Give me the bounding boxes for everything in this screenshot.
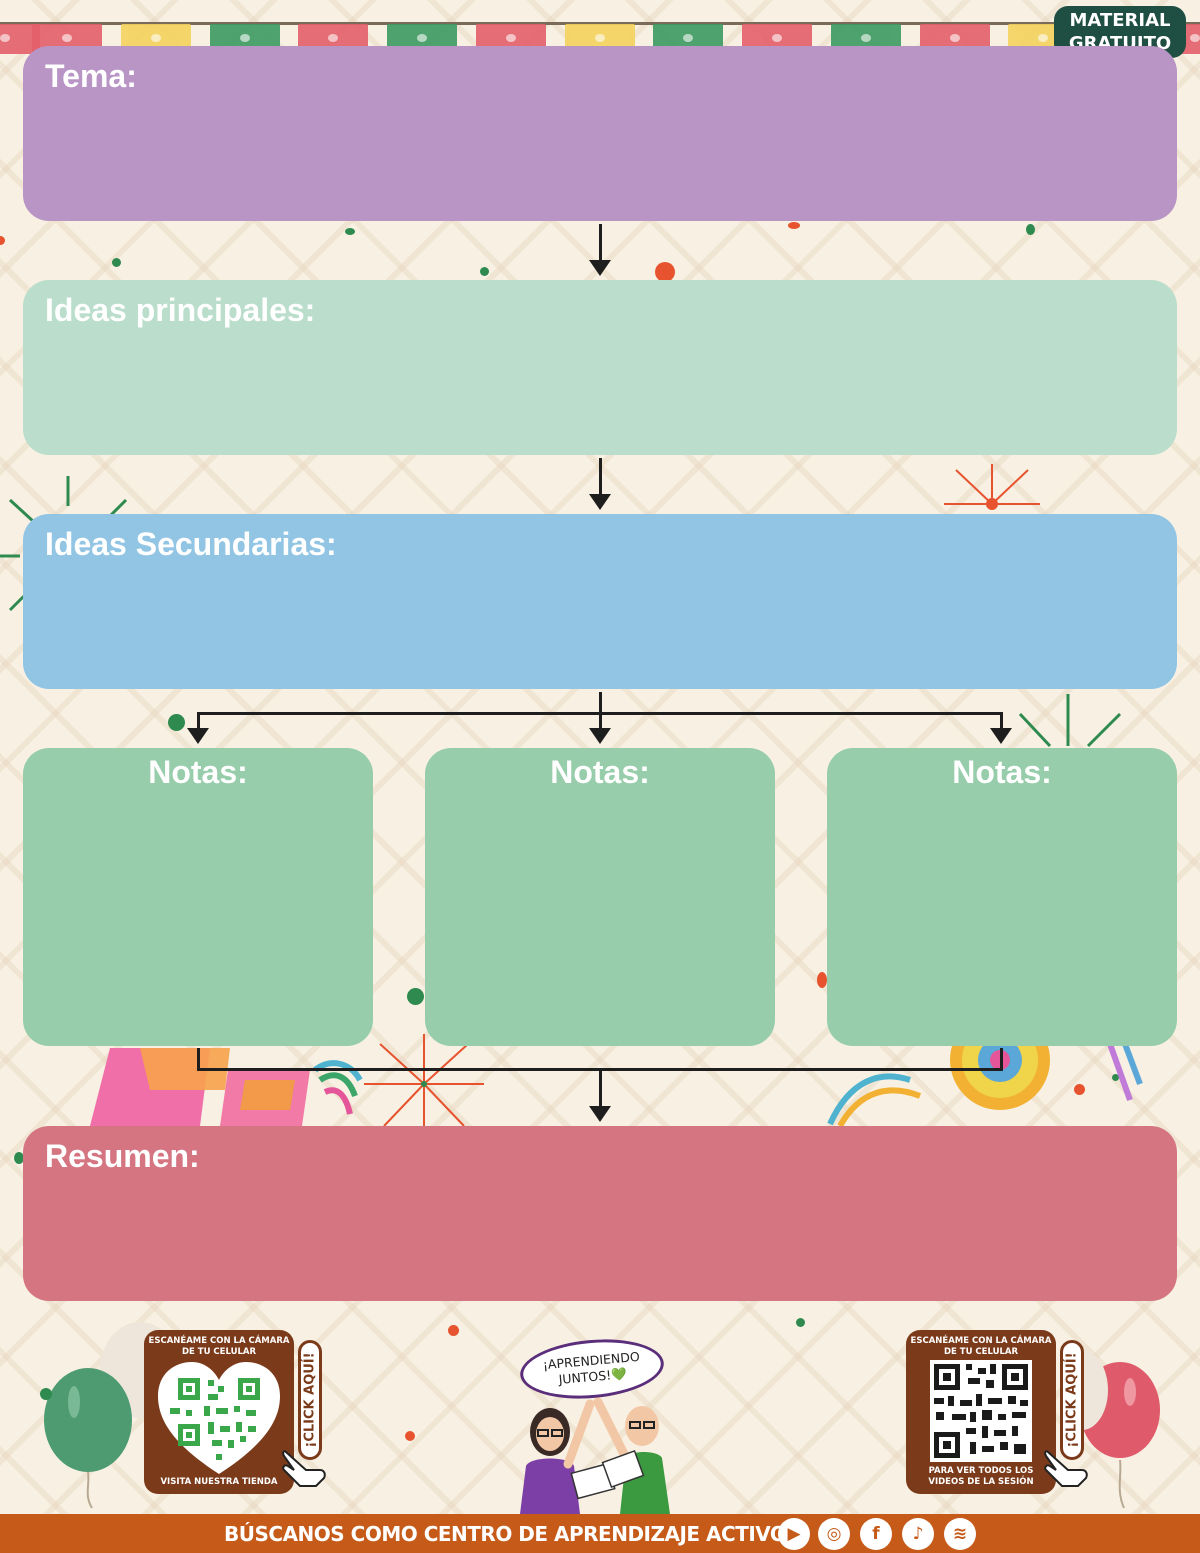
qr-store-top-text: ESCANÉAME CON LA CÁMARA DE TU CELULAR xyxy=(148,1336,290,1357)
confetti-dot xyxy=(112,258,121,267)
resumen-box[interactable]: Resumen: xyxy=(23,1126,1177,1301)
instagram-icon[interactable]: ◎ xyxy=(818,1518,850,1550)
click-aqui-store-button[interactable]: ¡CLICK AQUÍ! xyxy=(298,1340,322,1460)
click-aqui-label: ¡CLICK AQUÍ! xyxy=(302,1352,318,1448)
connector-line xyxy=(599,692,602,728)
connector-line xyxy=(599,1068,602,1106)
connector-line xyxy=(197,712,200,728)
qr-videos-top-text: ESCANÉAME CON LA CÁMARA DE TU CELULAR xyxy=(910,1336,1052,1357)
confetti-dot xyxy=(407,988,424,1005)
arrow-down-icon xyxy=(589,728,611,744)
notas-title: Notas: xyxy=(148,754,248,790)
qr-store-card[interactable]: ESCANÉAME CON LA CÁMARA DE TU CELULAR VI… xyxy=(144,1330,294,1494)
ideas-secundarias-box[interactable]: Ideas Secundarias: xyxy=(23,514,1177,689)
footer-text: BÚSCANOS COMO CENTRO DE APRENDIZAJE ACTI… xyxy=(224,1522,787,1546)
tema-title: Tema: xyxy=(45,58,137,94)
arrow-down-icon xyxy=(990,728,1012,744)
starburst-decoration xyxy=(364,1034,484,1130)
resumen-title: Resumen: xyxy=(45,1138,200,1174)
teachers-high-five-illustration xyxy=(520,1397,670,1514)
confetti-dot xyxy=(0,236,5,245)
ideas-secundarias-title: Ideas Secundarias: xyxy=(45,526,337,562)
speech-bubble-text: ¡APRENDIENDO JUNTOS!💚 xyxy=(542,1348,641,1387)
banner-string xyxy=(0,22,1200,25)
starburst-decoration xyxy=(1018,694,1122,748)
ideas-principales-title: Ideas principales: xyxy=(45,292,316,328)
qr-videos-card[interactable]: ESCANÉAME CON LA CÁMARA DE TU CELULAR PA… xyxy=(906,1330,1056,1494)
hand-cursor-icon xyxy=(1044,1450,1088,1487)
arrow-down-icon xyxy=(187,728,209,744)
ideas-principales-box[interactable]: Ideas principales: xyxy=(23,280,1177,455)
confetti-dot xyxy=(1074,1084,1085,1095)
confetti-dot xyxy=(168,714,185,731)
qr-videos-bottom-text: PARA VER TODOS LOS VIDEOS DE LA SESIÓN xyxy=(928,1466,1034,1487)
confetti-dot xyxy=(796,1318,805,1327)
connector-line xyxy=(197,1048,200,1070)
qr-code-heart-icon xyxy=(158,1362,280,1474)
notas-box-3[interactable]: Notas: xyxy=(827,748,1177,1046)
click-aqui-label: ¡CLICK AQUÍ! xyxy=(1064,1352,1080,1448)
facebook-icon[interactable]: f xyxy=(860,1518,892,1550)
notas-box-1[interactable]: Notas: xyxy=(23,748,373,1046)
pinata-left-decoration xyxy=(90,1048,363,1126)
notas-title: Notas: xyxy=(952,754,1052,790)
connector-line xyxy=(599,224,602,260)
tiktok-icon[interactable]: ♪ xyxy=(902,1518,934,1550)
spotify-icon[interactable]: ≋ xyxy=(944,1518,976,1550)
pinata-right-decoration xyxy=(827,1040,1143,1128)
notas-title: Notas: xyxy=(550,754,650,790)
click-aqui-videos-button[interactable]: ¡CLICK AQUÍ! xyxy=(1060,1340,1084,1460)
confetti-dot xyxy=(480,267,489,276)
connector-line xyxy=(1000,712,1003,728)
confetti-dot xyxy=(1112,1074,1119,1081)
notas-box-2[interactable]: Notas: xyxy=(425,748,775,1046)
arrow-down-icon xyxy=(589,260,611,276)
starburst-decoration xyxy=(944,464,1040,510)
confetti-dot xyxy=(817,972,827,988)
arrow-down-icon xyxy=(589,1106,611,1122)
qr-store-bottom-text: VISITA NUESTRA TIENDA xyxy=(160,1477,278,1487)
footer-bar: BÚSCANOS COMO CENTRO DE APRENDIZAJE ACTI… xyxy=(0,1514,1200,1553)
confetti-dot xyxy=(345,228,355,235)
confetti-dot xyxy=(1026,224,1035,235)
arrow-down-icon xyxy=(589,494,611,510)
confetti-dot xyxy=(788,222,800,229)
confetti-dot xyxy=(655,262,675,282)
confetti-dot xyxy=(448,1325,459,1336)
hand-cursor-icon xyxy=(282,1450,326,1487)
connector-line xyxy=(599,458,602,494)
confetti-dot xyxy=(14,1152,24,1164)
youtube-icon[interactable]: ▶ xyxy=(778,1518,810,1550)
badge-line-1: MATERIAL xyxy=(1069,10,1171,31)
qr-code-icon xyxy=(930,1360,1032,1462)
connector-line xyxy=(197,712,1003,715)
confetti-dot xyxy=(405,1431,415,1441)
connector-line xyxy=(1000,1048,1003,1070)
tema-box[interactable]: Tema: xyxy=(23,46,1177,221)
